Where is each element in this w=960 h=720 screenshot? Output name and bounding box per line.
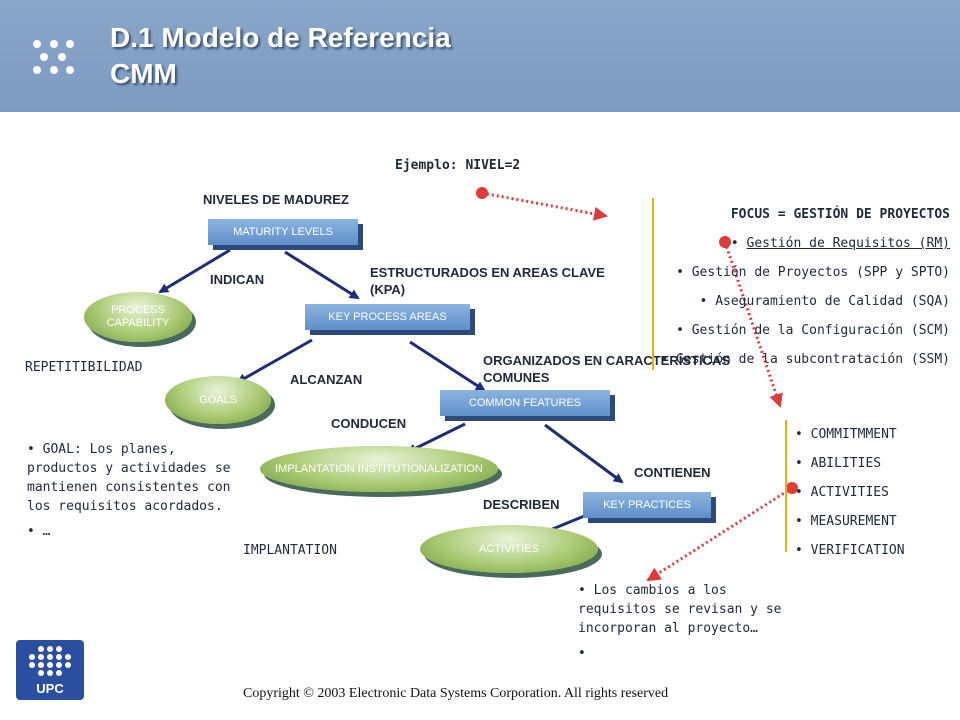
label-repetitibilidad: REPETITIBILIDAD: [25, 360, 143, 375]
focus-list: FOCUS = GESTIÓN DE PROYECTOS • Gestión d…: [660, 204, 950, 378]
feature-item: • ABILITIES: [795, 456, 882, 471]
label-contienen: CONTIENEN: [634, 465, 711, 480]
focus-item-text: Gestión de la Configuración (SCM): [691, 323, 950, 338]
label-niveles: NIVELES DE MADUREZ: [203, 192, 349, 207]
focus-item-text: Gestión de Proyectos (SPP y SPTO): [691, 265, 950, 280]
copyright: Copyright © 2003 Electronic Data Systems…: [243, 686, 669, 701]
node-implantation: IMPLANTATION INSTITUTIONALIZATION: [260, 446, 498, 492]
feature-item-text: MEASUREMENT: [810, 514, 897, 529]
feature-item: • VERIFICATION: [795, 543, 905, 558]
feature-item-text: ACTIVITIES: [810, 485, 889, 500]
pointer-rm: [723, 241, 783, 408]
pointer-dot-rm: [719, 236, 731, 248]
focus-item: • Gestión de la subcontratación (SSM): [660, 352, 950, 367]
node-key-process-areas: KEY PROCESS AREAS: [305, 304, 470, 330]
feature-item: • MEASUREMENT: [795, 514, 897, 529]
upc-logo-text: UPC: [36, 681, 64, 696]
arrow-alcanzan: [236, 338, 313, 384]
arrow-organizados: [409, 340, 486, 392]
node-activities: ACTIVITIES: [420, 525, 598, 573]
goal-note: • GOAL: Los planes, productos y activida…: [27, 442, 231, 539]
node-common-features: COMMON FEATURES: [440, 390, 610, 416]
activity-note: • Los cambios a los requisitos se revisa…: [578, 583, 782, 661]
focus-item-text: Aseguramiento de Calidad (SQA): [715, 294, 950, 309]
focus-accent-line: [652, 198, 654, 370]
focus-item: • Aseguramiento de Calidad (SQA): [699, 294, 950, 309]
label-alcanzan: ALCANZAN: [290, 372, 363, 387]
arrow-estructurados: [284, 250, 360, 300]
goal-note-more: …: [42, 524, 51, 539]
example-label: Ejemplo: NIVEL=2: [395, 158, 521, 173]
feature-item-text: ABILITIES: [810, 456, 882, 471]
feature-item-text: COMMITMMENT: [810, 427, 897, 442]
label-organizados: ORGANIZADOS EN CARACTERÍSTICAS COMUNES: [483, 353, 731, 385]
label-describen: DESCRIBEN: [483, 497, 560, 512]
focus-item-text: Gestión de Requisitos (RM): [746, 236, 951, 251]
arrow-contienen: [544, 423, 624, 484]
focus-item: • Gestión de la Configuración (SCM): [676, 323, 950, 338]
pointer-activities: [646, 486, 793, 582]
node-key-practices: KEY PRACTICES: [583, 492, 711, 518]
feature-item: • ACTIVITIES: [795, 485, 889, 500]
label-conducen: CONDUCEN: [331, 416, 407, 431]
node-process-capability: PROCESS CAPABILITY: [84, 292, 192, 342]
goal-note-text: GOAL: Los planes, productos y actividade…: [27, 442, 231, 514]
features-list: • COMMITMMENT • ABILITIES • ACTIVITIES •…: [795, 420, 905, 565]
pointer-dot-example: [476, 187, 488, 199]
focus-item: • Gestión de Requisitos (RM): [730, 236, 951, 251]
label-estructurados: ESTRUCTURADOS EN AREAS CLAVE (KPA): [370, 265, 605, 297]
activity-note-text: Los cambios a los requisitos se revisan …: [578, 583, 782, 636]
header-bar: D.1 Modelo de Referencia CMM: [0, 0, 960, 112]
label-indican: INDICAN: [210, 272, 265, 287]
feature-item: • COMMITMMENT: [795, 427, 897, 442]
node-goals: GOALS: [165, 376, 271, 424]
page-title-line1: D.1 Modelo de Referencia: [110, 22, 451, 53]
pointer-example: [481, 191, 608, 221]
label-implantation: IMPLANTATION: [243, 543, 337, 558]
arrow-indican: [158, 248, 231, 294]
page-title-line2: CMM: [110, 58, 177, 89]
upc-logo: UPC: [16, 640, 84, 700]
focus-item: • Gestión de Proyectos (SPP y SPTO): [676, 265, 950, 280]
node-maturity-levels: MATURITY LEVELS: [208, 219, 358, 245]
features-accent-line: [785, 420, 787, 552]
focus-title: FOCUS = GESTIÓN DE PROYECTOS: [730, 207, 950, 222]
feature-item-text: VERIFICATION: [810, 543, 905, 558]
focus-item-text: Gestión de la subcontratación (SSM): [676, 352, 950, 367]
pointer-dot-activities: [786, 482, 798, 494]
